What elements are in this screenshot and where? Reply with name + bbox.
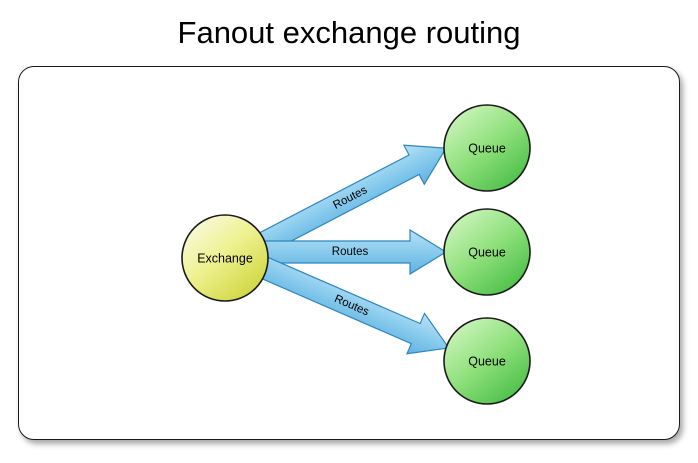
node-queue-2[interactable]: Queue	[443, 208, 531, 296]
node-exchange[interactable]: Exchange	[181, 214, 269, 302]
node-queue-1[interactable]: Queue	[443, 104, 531, 192]
queue-3-circle	[443, 317, 531, 405]
page-title: Fanout exchange routing	[177, 15, 521, 50]
queue-3-label: Queue	[468, 354, 506, 368]
edge-middle[interactable]: Routes	[257, 228, 448, 276]
edge-bottom-shape	[252, 254, 450, 355]
edge-top[interactable]: Routes	[248, 129, 456, 266]
queue-1-circle	[443, 104, 531, 192]
edge-middle-shape	[257, 228, 448, 276]
queue-2-circle	[443, 208, 531, 296]
edge-bottom[interactable]: Routes	[249, 245, 457, 368]
queue-1-label: Queue	[468, 141, 506, 155]
exchange-circle	[181, 214, 269, 302]
node-queue-3[interactable]: Queue	[443, 317, 531, 405]
exchange-label: Exchange	[197, 251, 253, 265]
queue-2-label: Queue	[468, 245, 506, 259]
edge-middle-label: Routes	[332, 246, 369, 258]
